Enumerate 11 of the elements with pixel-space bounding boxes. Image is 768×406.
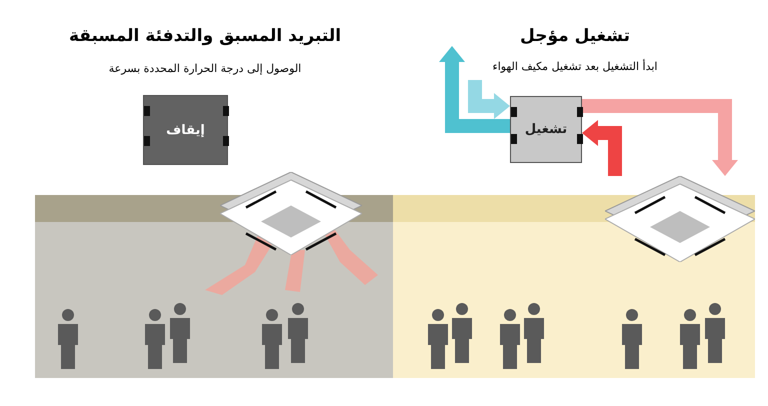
subheading: ابدأ التشغيل بعد تشغيل مكيف الهواء [492,60,658,73]
ceiling-cassette-drawing [605,176,755,262]
ventilation-unit: تشغيل [510,96,582,163]
ventilation-unit: إيقاف [143,95,228,165]
subheading: الوصول إلى درجة الحرارة المحددة بسرعة [108,62,302,75]
heading: التبريد المسبق والتدفئة المسبقة [68,26,342,46]
airflow-arrow [582,99,738,176]
heading: تشغيل مؤجل [520,26,630,46]
airflow-arrow [468,80,510,119]
ceiling-cassette-drawing [220,172,362,255]
airflow-arrow [439,46,510,133]
